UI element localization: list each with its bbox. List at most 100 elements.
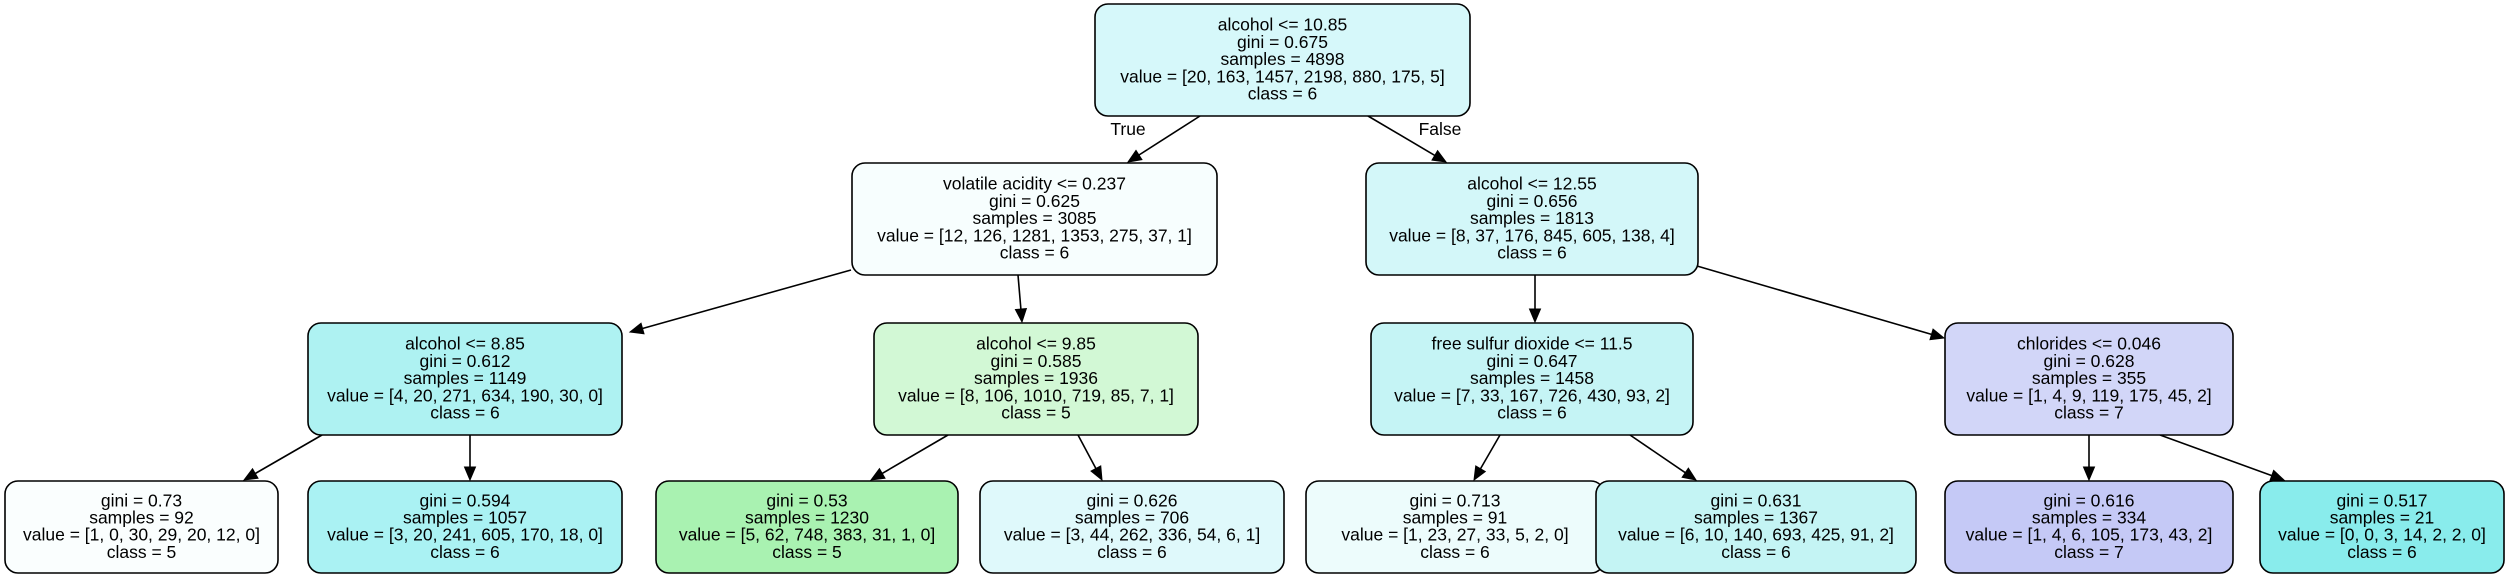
node-box <box>1370 322 1694 436</box>
node-line: class = 6 <box>1420 542 1490 562</box>
node-box <box>655 480 959 574</box>
node-line: gini = 0.585 <box>991 351 1082 371</box>
edge-n6-n13 <box>2082 435 2096 482</box>
node-box <box>1094 3 1471 117</box>
edge-line <box>1367 115 1436 157</box>
tree-edges <box>242 115 2286 482</box>
edge-n3-n8 <box>463 435 477 482</box>
node-line: value = [8, 37, 176, 845, 605, 138, 4] <box>1389 225 1675 245</box>
node-line: gini = 0.626 <box>1087 490 1178 510</box>
node-box <box>873 322 1199 436</box>
node-box <box>851 162 1218 276</box>
node-box <box>307 322 623 436</box>
edge-line <box>1629 434 1686 474</box>
node-line: gini = 0.517 <box>2337 490 2428 510</box>
edge-n4-n9 <box>869 434 949 481</box>
edge-n2-n5 <box>1528 275 1542 324</box>
node-line: gini = 0.612 <box>420 351 511 371</box>
node-line: gini = 0.628 <box>2044 351 2135 371</box>
node-box <box>1944 480 2234 574</box>
node-line: chlorides <= 0.046 <box>2017 334 2161 354</box>
node-line: value = [1, 0, 30, 29, 20, 12, 0] <box>23 525 260 545</box>
edge-line <box>1077 434 1097 469</box>
node-line: gini = 0.647 <box>1487 351 1578 371</box>
node-box <box>307 480 623 574</box>
edge-line <box>1138 115 1201 156</box>
node-line: class = 6 <box>1097 542 1167 562</box>
edge-line <box>1017 274 1022 310</box>
edge-line <box>2159 434 2273 477</box>
edge-n1-n4 <box>1014 274 1028 324</box>
node-line: value = [3, 44, 262, 336, 54, 6, 1] <box>1004 525 1260 545</box>
arrowhead-icon <box>869 467 886 481</box>
node-line: samples = 1458 <box>1470 368 1594 388</box>
node-box <box>1944 322 2234 436</box>
node-line: gini = 0.594 <box>420 490 511 510</box>
node-line: samples = 1367 <box>1694 508 1818 528</box>
edge-line <box>1696 265 1932 336</box>
edge-line <box>254 434 323 475</box>
arrowhead-icon <box>1090 465 1103 482</box>
edge-n1-n3 <box>628 269 852 335</box>
node-line: class = 6 <box>430 403 500 423</box>
node-line: class = 6 <box>1000 243 1070 263</box>
node-line: value = [3, 20, 241, 605, 170, 18, 0] <box>327 525 603 545</box>
node-line: samples = 21 <box>2330 508 2435 528</box>
node-line: samples = 1230 <box>745 508 869 528</box>
node-line: value = [1, 4, 9, 119, 175, 45, 2] <box>1966 385 2211 405</box>
node-line: samples = 1057 <box>403 508 527 528</box>
node-line: class = 6 <box>1248 84 1318 104</box>
edge-label-true: True <box>1110 119 1145 139</box>
arrowhead-icon <box>242 467 259 481</box>
arrowhead-icon <box>628 322 645 335</box>
node-line: class = 5 <box>772 542 842 562</box>
edge-n2-n6 <box>1696 265 1946 341</box>
node-line: samples = 92 <box>89 508 194 528</box>
node-line: alcohol <= 12.55 <box>1467 174 1596 194</box>
edge-label-false: False <box>1419 119 1462 139</box>
node-line: samples = 1813 <box>1470 208 1594 228</box>
node-line: alcohol <= 9.85 <box>976 334 1096 354</box>
node-line: gini = 0.631 <box>1711 490 1802 510</box>
node-line: samples = 1149 <box>404 368 527 388</box>
arrowhead-icon <box>463 466 477 482</box>
node-line: value = [12, 126, 1281, 1353, 275, 37, 1… <box>877 225 1192 245</box>
node-line: samples = 4898 <box>1220 49 1344 69</box>
node-line: value = [7, 33, 167, 726, 430, 93, 2] <box>1394 385 1670 405</box>
node-line: gini = 0.73 <box>101 490 182 510</box>
node-line: value = [20, 163, 1457, 2198, 880, 175, … <box>1120 66 1445 86</box>
node-line: class = 5 <box>1001 403 1071 423</box>
node-line: value = [5, 62, 748, 383, 31, 1, 0] <box>679 525 935 545</box>
node-line: class = 6 <box>1497 243 1567 263</box>
node-line: samples = 3085 <box>972 208 1096 228</box>
node-box <box>979 480 1285 574</box>
tree-edge-labels: True False <box>1110 119 1461 139</box>
arrowhead-icon <box>2082 466 2096 482</box>
node-line: gini = 0.616 <box>2044 490 2135 510</box>
node-box <box>4 480 279 574</box>
node-line: value = [1, 4, 6, 105, 173, 43, 2] <box>1966 525 2213 545</box>
edge-line <box>642 269 852 330</box>
edge-n3-n7 <box>242 434 323 481</box>
node-line: value = [8, 106, 1010, 719, 85, 7, 1] <box>898 385 1174 405</box>
arrowhead-icon <box>2269 469 2286 482</box>
edge-root-n2 <box>1367 115 1448 163</box>
node-line: gini = 0.713 <box>1410 490 1501 510</box>
arrowhead-icon <box>1929 328 1946 341</box>
node-line: volatile acidity <= 0.237 <box>943 174 1126 194</box>
edge-line <box>1479 434 1501 470</box>
edge-root-n1 <box>1126 115 1201 163</box>
node-line: free sulfur dioxide <= 11.5 <box>1431 334 1632 354</box>
node-line: gini = 0.675 <box>1237 32 1328 52</box>
